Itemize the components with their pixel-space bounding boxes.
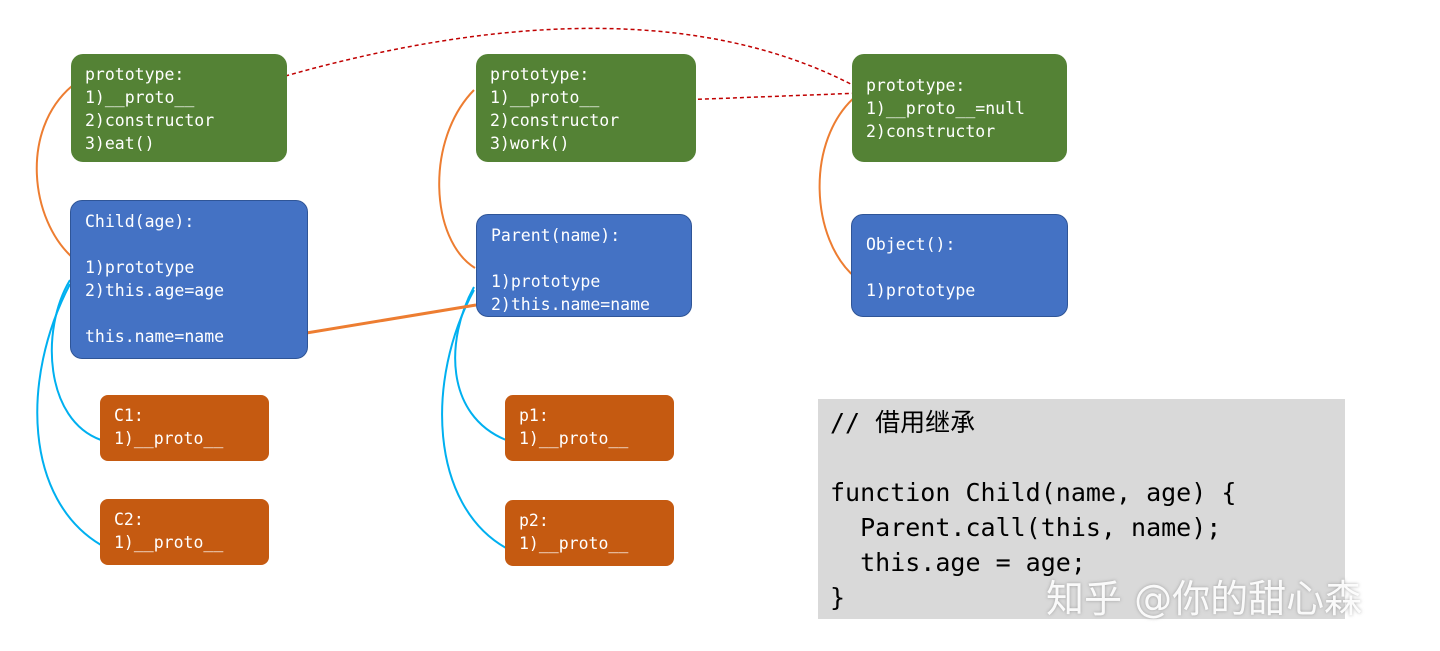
parent-constructor-prototype: 1)prototype [491,272,601,291]
object-prototype-proto: 1)__proto__=null [866,99,1025,118]
code-line-blank [830,440,1333,475]
code-snippet: // 借用继承 function Child(name, age) { Pare… [818,399,1345,619]
instance-p2-title: p2: [519,511,549,530]
instance-c2-box: C2: 1)__proto__ [100,499,269,565]
parent-prototype-work: 3)work() [490,134,570,153]
code-line-age: this.age = age; [830,548,1086,577]
c1-proto-link [50,279,102,441]
child-constructor-box: Child(age): 1)prototype 2)this.age=age t… [70,200,308,359]
object-prototype-title: prototype: [866,76,966,95]
child-constructor-age: 2)this.age=age [85,281,225,300]
instance-c1-proto: 1)__proto__ [114,429,224,448]
child-prototype-proto: 1)__proto__ [85,88,195,107]
proto-chain-child-to-object [204,27,863,102]
code-line-comment: // 借用继承 [830,408,976,437]
child-prototype-eat: 3)eat() [85,134,155,153]
instance-c1-box: C1: 1)__proto__ [100,395,269,461]
instance-c1-title: C1: [114,406,144,425]
parent-constructor-title: Parent(name): [491,226,621,245]
parent-prototype-link [438,89,476,269]
parent-prototype-box: prototype: 1)__proto__ 2)constructor 3)w… [476,54,696,162]
watermark: 知乎 @你的甜心森 [1046,577,1363,621]
instance-p2-proto: 1)__proto__ [519,534,629,553]
child-prototype-title: prototype: [85,65,185,84]
object-prototype-link [818,95,857,279]
child-prototype-constructor: 2)constructor [85,111,215,130]
object-constructor-prototype: 1)prototype [866,281,976,300]
code-line-parent-call: Parent.call(this, name); [830,513,1222,542]
parent-prototype-constructor: 2)constructor [490,111,620,130]
child-prototype-link [35,85,74,259]
instance-c2-proto: 1)__proto__ [114,533,224,552]
object-prototype-box: prototype: 1)__proto__=null 2)constructo… [852,54,1067,162]
child-prototype-box: prototype: 1)__proto__ 2)constructor 3)e… [71,54,287,162]
p2-proto-link [441,289,507,549]
object-prototype-constructor: 2)constructor [866,122,996,141]
child-constructor-borrowed-name: this.name=name [85,327,225,346]
instance-p2-box: p2: 1)__proto__ [505,500,674,566]
object-constructor-title: Object(): [866,235,956,254]
parent-constructor-name: 2)this.name=name [491,295,650,314]
code-line-function: function Child(name, age) { [830,478,1237,507]
child-constructor-prototype: 1)prototype [85,258,195,277]
code-line-close: } [830,583,846,612]
parent-prototype-title: prototype: [490,65,590,84]
c2-proto-link [36,283,102,546]
parent-constructor-box: Parent(name): 1)prototype 2)this.name=na… [476,214,692,317]
instance-p1-proto: 1)__proto__ [519,429,629,448]
parent-prototype-proto: 1)__proto__ [490,88,600,107]
instance-p1-title: p1: [519,406,549,425]
child-constructor-title: Child(age): [85,212,195,231]
instance-p1-box: p1: 1)__proto__ [505,395,674,461]
object-constructor-box: Object(): 1)prototype [851,214,1068,317]
instance-c2-title: C2: [114,510,144,529]
